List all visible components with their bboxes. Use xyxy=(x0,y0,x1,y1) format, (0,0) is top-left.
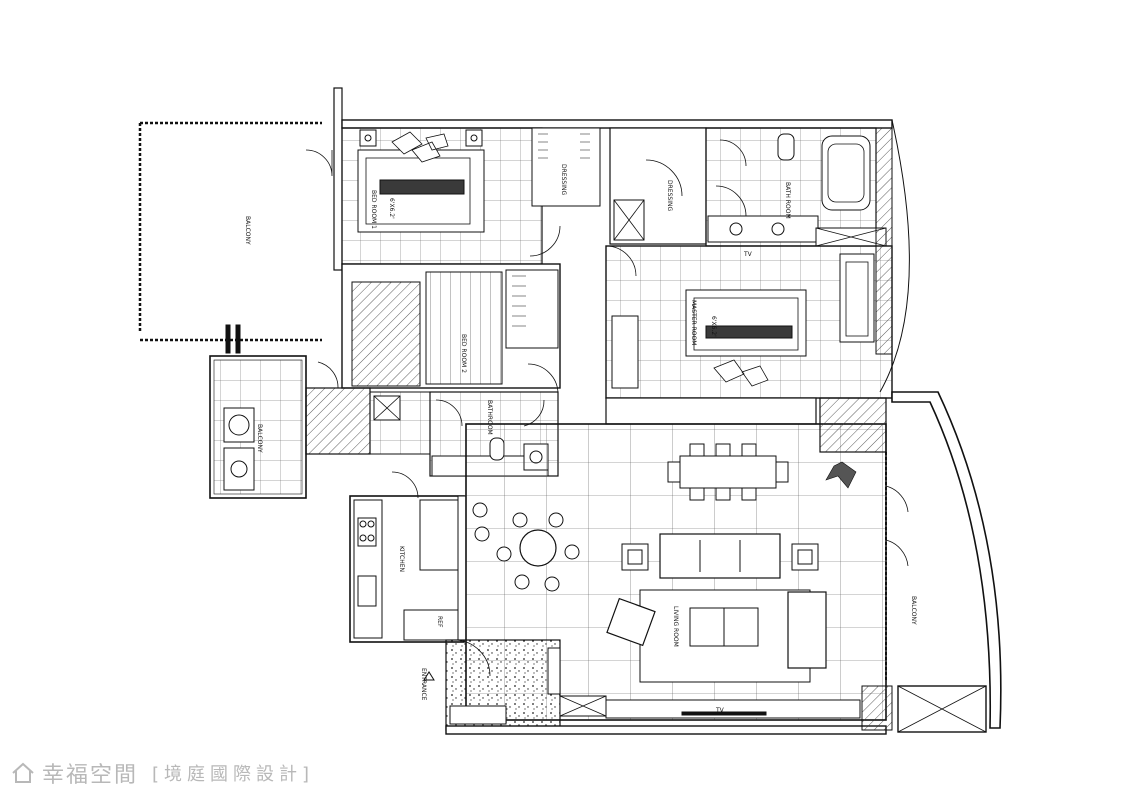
label-tv-bottom: TV xyxy=(715,707,725,714)
label-bedroom-2: BED ROOM 2 xyxy=(460,334,467,373)
label-tv-top: TV xyxy=(743,251,753,258)
label-bedroom-1: BED ROOM 1 xyxy=(370,190,377,229)
label-entrance: ENTRANCE xyxy=(420,668,427,701)
label-kitchen: KITCHEN xyxy=(398,546,405,572)
watermark: 幸福空間 [境庭國際設計] xyxy=(10,756,314,790)
label-dressing-1: DRESSING xyxy=(560,164,567,195)
master-room xyxy=(605,245,893,425)
balcony-right xyxy=(861,119,1002,733)
laundry-balcony xyxy=(209,355,431,499)
label-living-room: LIVING ROOM xyxy=(672,606,679,647)
kitchen xyxy=(349,495,467,643)
balcony-top-railing xyxy=(138,87,343,354)
label-ref: REF xyxy=(436,616,443,628)
entrance xyxy=(423,639,887,735)
watermark-brand: 幸福空間 xyxy=(42,763,139,788)
watermark-designer: [境庭國際設計] xyxy=(152,764,315,785)
label-balcony-left: BALCONY xyxy=(256,424,263,453)
label-master-room: MASTER ROOM xyxy=(690,300,697,345)
bedroom-2 xyxy=(341,263,561,389)
label-dressing-2: DRESSING xyxy=(666,180,673,211)
doors xyxy=(305,139,747,499)
upper-wing xyxy=(341,119,893,265)
label-bathroom-master: BATH ROOM xyxy=(784,182,791,219)
label-balcony-top: BALCONY xyxy=(244,216,251,245)
label-bed-size-1: 6'X6.2' xyxy=(388,198,395,219)
label-bed-size-2: 6'X6.2' xyxy=(710,316,717,337)
house-icon xyxy=(12,762,34,783)
label-balcony-right: BALCONY xyxy=(910,596,917,625)
label-bathroom: BATHROOM xyxy=(486,400,493,435)
